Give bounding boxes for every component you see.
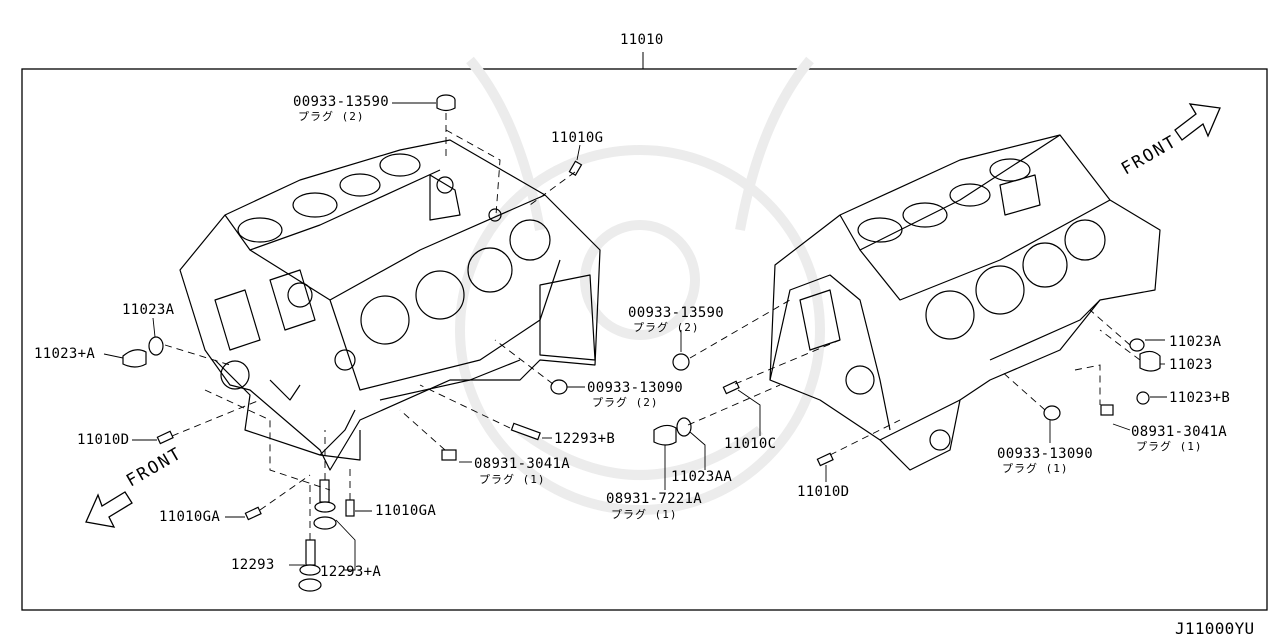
callout-00933-13590-center: 00933-13590 xyxy=(628,305,725,321)
left-engine-block xyxy=(179,139,601,471)
front-arrow-icon xyxy=(85,103,1221,528)
main-part-number: 11010 xyxy=(620,32,664,48)
callout-11023A-right: 11023A xyxy=(1169,334,1222,350)
callout-11023-B-right: 11023+B xyxy=(1169,390,1231,406)
right-engine-block xyxy=(769,134,1161,471)
callout-12293: 12293 xyxy=(231,557,275,573)
callout-08931-3041A-center: 08931-3041A xyxy=(474,456,571,472)
callout-11010C: 11010C xyxy=(724,436,777,452)
callout-plug-note: プラグ (2) xyxy=(298,110,365,123)
callout-11010D-right: 11010D xyxy=(797,484,850,500)
callout-plug-note: プラグ (1) xyxy=(611,508,678,521)
callout-plug-note: プラグ (2) xyxy=(633,321,700,334)
dashed-guide-lines xyxy=(164,113,1141,540)
diagram-frame xyxy=(21,68,1268,611)
callout-11010D-left: 11010D xyxy=(77,432,130,448)
callout-00933-13090-center: 00933-13090 xyxy=(587,380,684,396)
callout-12293-A: 12293+A xyxy=(320,564,382,580)
callout-08931-7221A: 08931-7221A xyxy=(606,491,703,507)
callout-plug-note: プラグ (1) xyxy=(1002,462,1069,475)
callout-00933-13090-right: 00933-13090 xyxy=(997,446,1094,462)
small-parts xyxy=(122,94,1161,592)
leader-lines xyxy=(103,102,1167,571)
callout-11023-right: 11023 xyxy=(1169,357,1213,373)
callout-12293-B: 12293+B xyxy=(554,431,616,447)
callout-08931-3041A-right: 08931-3041A xyxy=(1131,424,1228,440)
callout-11010GA-center: 11010GA xyxy=(375,503,437,519)
callout-plug-note: プラグ (2) xyxy=(592,396,659,409)
callout-11010G: 11010G xyxy=(551,130,604,146)
callout-11010GA-left: 11010GA xyxy=(159,509,221,525)
callout-00933-13590-top: 00933-13590 xyxy=(293,94,390,110)
callout-11023-A-left: 11023+A xyxy=(34,346,96,362)
diagram-code: J11000YU xyxy=(1175,619,1255,638)
callout-plug-note: プラグ (1) xyxy=(1136,440,1203,453)
callout-plug-note: プラグ (1) xyxy=(479,473,546,486)
callout-11023AA: 11023AA xyxy=(671,469,733,485)
callout-11023A-left: 11023A xyxy=(122,302,175,318)
watermark-emblem xyxy=(455,56,825,515)
